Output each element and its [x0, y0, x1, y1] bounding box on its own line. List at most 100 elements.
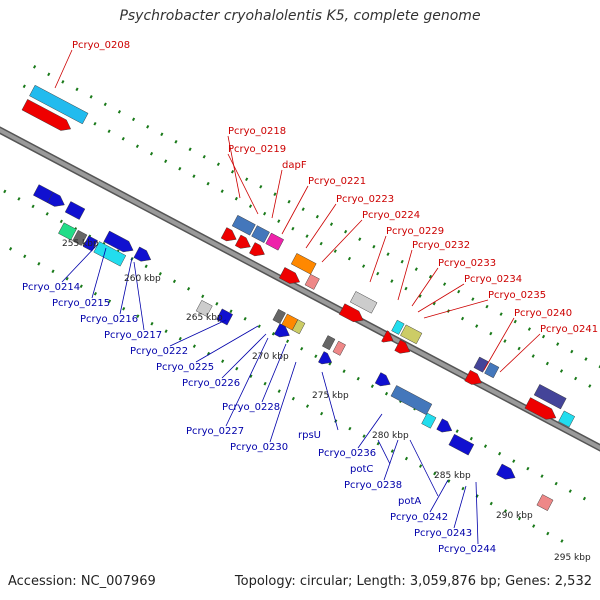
- gene-box: [265, 232, 284, 251]
- gene-feature-39: [484, 362, 500, 379]
- leader-top: [499, 333, 541, 373]
- gene-box: [82, 235, 98, 252]
- leader-bottom: [91, 247, 107, 299]
- gene-feature-30: [400, 324, 423, 345]
- leader-top: [227, 153, 259, 215]
- gene-feature-16: [234, 234, 251, 249]
- label-bottom: Pcryo_0226: [182, 378, 240, 389]
- gene-feature-27: [349, 291, 378, 314]
- leader-bottom: [261, 343, 287, 403]
- gene-arrow: [234, 234, 251, 249]
- gene-feature-45: [524, 397, 557, 420]
- genome-summary-text: Topology: circular; Length: 3,059,876 bp…: [234, 574, 592, 589]
- accession-text: Accession: NC_007969: [8, 574, 156, 589]
- leader-top: [369, 235, 387, 283]
- label-top: Pcryo_0235: [488, 290, 546, 301]
- label-bottom: rpsU: [298, 430, 321, 441]
- gene-box: [558, 410, 576, 428]
- gene-feature-2: [21, 99, 71, 131]
- gene-feature-15: [220, 227, 237, 242]
- gene-box: [64, 201, 86, 220]
- gene-feature-12: [231, 214, 256, 236]
- label-bottom: Pcryo_0230: [230, 442, 288, 453]
- leader-bottom: [453, 485, 467, 529]
- gene-feature-34: [332, 340, 346, 356]
- gene-feature-9: [93, 241, 127, 267]
- gene-arrow: [496, 463, 516, 480]
- scale-tick-label: 285 kbp: [434, 471, 471, 481]
- gene-arrow: [464, 369, 482, 385]
- gene-arrow: [381, 330, 394, 343]
- leader-bottom: [475, 481, 479, 545]
- label-top: dapF: [282, 160, 307, 171]
- gene-box: [349, 291, 378, 314]
- gene-box: [533, 384, 567, 410]
- gene-box: [292, 319, 306, 335]
- label-bottom: Pcryo_0227: [186, 426, 244, 437]
- gene-feature-25: [292, 319, 306, 335]
- leader-top: [397, 249, 413, 301]
- leader-top: [483, 317, 515, 371]
- gene-box: [72, 229, 88, 246]
- gene-feature-40: [464, 369, 482, 385]
- gene-feature-23: [272, 309, 286, 324]
- leader-bottom: [225, 337, 269, 427]
- scale-tick-label: 290 kbp: [496, 511, 533, 521]
- label-bottom: Pcryo_0242: [390, 512, 448, 523]
- gene-feature-5: [64, 201, 86, 220]
- gene-box: [304, 273, 320, 290]
- label-bottom: Pcryo_0238: [344, 480, 402, 491]
- label-bottom: Pcryo_0228: [222, 402, 280, 413]
- track-dots-1: [33, 65, 600, 369]
- leader-bottom: [383, 439, 399, 481]
- gene-arrow: [47, 191, 65, 207]
- gene-feature-36: [374, 372, 391, 387]
- gene-box: [390, 385, 433, 416]
- gene-feature-26: [274, 323, 290, 338]
- label-bottom: potC: [350, 464, 373, 475]
- label-top: Pcryo_0234: [464, 274, 522, 285]
- gene-box: [58, 222, 77, 241]
- label-top: Pcryo_0240: [514, 308, 572, 319]
- scale-tick-label: 270 kbp: [252, 352, 289, 362]
- label-bottom: Pcryo_0217: [104, 330, 162, 341]
- gene-feature-35: [318, 351, 333, 365]
- label-bottom: Pcryo_0244: [438, 544, 496, 555]
- gene-arrow: [278, 267, 300, 284]
- gene-box: [322, 335, 336, 351]
- gene-feature-32: [394, 339, 411, 354]
- gene-feature-7: [72, 229, 88, 246]
- label-bottom: Pcryo_0243: [414, 528, 472, 539]
- leader-top: [321, 219, 363, 263]
- gene-box: [272, 309, 286, 324]
- gene-box: [251, 225, 270, 243]
- label-top: Pcryo_0219: [228, 144, 286, 155]
- gene-feature-19: [278, 267, 300, 284]
- label-top: Pcryo_0232: [412, 240, 470, 251]
- leader-top: [227, 135, 241, 199]
- label-bottom: Pcryo_0216: [80, 314, 138, 325]
- gene-arrow: [394, 339, 411, 354]
- gene-feature-43: [448, 433, 475, 456]
- gene-feature-4: [47, 191, 65, 207]
- leader-bottom: [321, 371, 339, 431]
- gene-arrow: [318, 351, 333, 365]
- leader-bottom: [133, 261, 145, 331]
- gene-box: [93, 241, 127, 267]
- gene-feature-14: [265, 232, 284, 251]
- gene-feature-17: [249, 242, 265, 257]
- label-top: Pcryo_0208: [72, 40, 130, 51]
- leader-bottom: [377, 439, 391, 465]
- leader-top: [423, 299, 489, 319]
- leader-bottom: [221, 333, 267, 379]
- label-leaders: [54, 49, 541, 545]
- gene-feature-29: [391, 319, 405, 335]
- gene-feature-13: [251, 225, 270, 243]
- scale-tick-label: 275 kbp: [312, 391, 349, 401]
- gene-arrow: [374, 372, 391, 387]
- leader-bottom: [429, 479, 449, 513]
- gene-arrow: [436, 418, 453, 433]
- gene-arrow: [103, 230, 134, 253]
- gene-features: [21, 84, 576, 511]
- gene-box: [290, 253, 317, 275]
